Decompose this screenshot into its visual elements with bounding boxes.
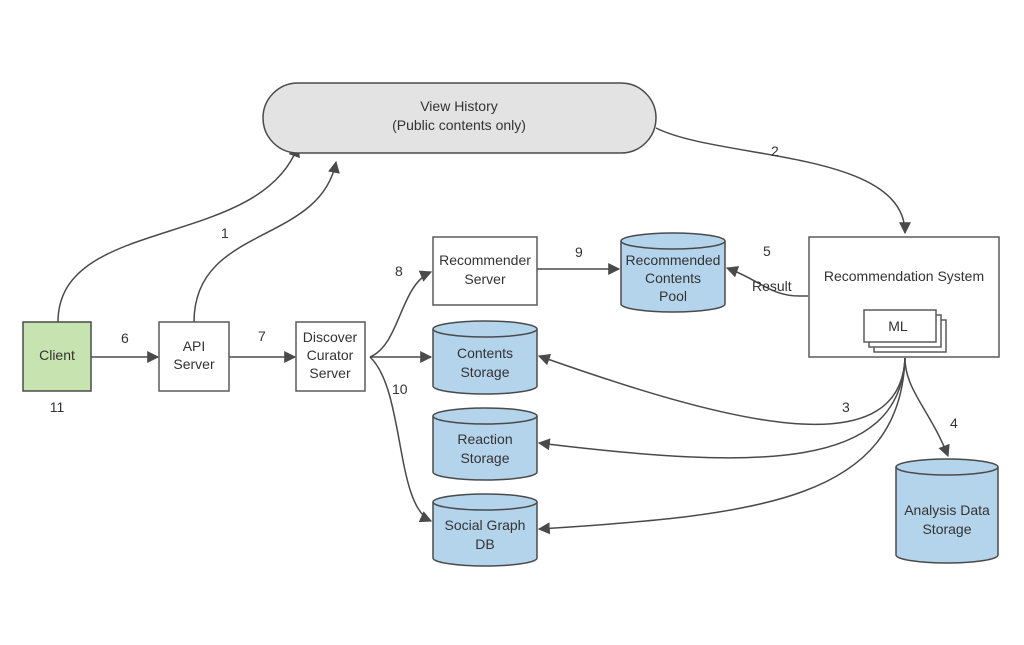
client-step-label: 11 [50,399,65,415]
view-history-node: View History (Public contents only) [262,82,657,154]
edge-discover-to-social [369,356,433,523]
api-server-line1: API [183,338,206,354]
discover-line2: Curator [307,347,354,363]
edge-api-to-view-history [193,160,340,323]
social-graph-line1: Social Graph [445,517,526,533]
edge-label-6: 6 [121,330,129,346]
edge-label-8: 8 [395,263,403,279]
recommender-line2: Server [464,271,506,287]
analysis-storage-line1: Analysis Data [904,502,990,518]
recommender-server-node: Recommender Server [432,236,538,306]
discover-line3: Server [309,365,351,381]
contents-storage-node: Contents Storage [432,320,538,395]
recommended-pool-node: Recommended Contents Pool [620,232,726,313]
recsys-label: Recommendation System [824,268,984,284]
analysis-storage-node: Analysis Data Storage [895,458,999,564]
edge-label-5: 5 [763,243,771,259]
client-label: Client [39,347,75,363]
edge-label-10: 10 [392,381,408,397]
recommender-line1: Recommender [439,252,531,268]
reaction-storage-line1: Reaction [457,431,512,447]
reaction-storage-line2: Storage [460,450,509,466]
reaction-storage-node: Reaction Storage [432,407,538,481]
edge-recsys-to-pool [725,266,808,297]
edge-label-9: 9 [575,244,583,260]
api-server-line2: Server [173,356,215,372]
edge-view-history-to-recsys [655,127,911,235]
social-graph-line2: DB [475,536,494,552]
edge-label-3: 3 [842,399,850,415]
recommendation-system-node: Recommendation System ML [808,236,1000,358]
analysis-storage-line2: Storage [922,521,971,537]
edge-label-result: Result [752,278,792,294]
edge-labels: 1 2 3 4 5 Result 6 7 8 9 10 [121,143,958,431]
edge-discover-to-recommender [369,270,433,358]
ml-stack: ML [863,309,947,353]
pool-line2: Contents [645,270,701,286]
edge-recsys-to-contents [537,353,906,426]
contents-storage-line2: Storage [460,364,509,380]
edge-label-4: 4 [950,415,958,431]
edge-recsys-to-social [537,357,906,535]
view-history-title: View History [420,98,498,114]
edge-client-to-view-history [57,144,300,323]
ml-label: ML [888,318,908,334]
edge-label-7: 7 [258,328,266,344]
edge-recsys-to-reaction [537,357,906,459]
contents-storage-line1: Contents [457,345,513,361]
api-server-node: API Server [158,321,230,392]
pool-line3: Pool [659,288,687,304]
social-graph-db-node: Social Graph DB [432,493,538,567]
edges [57,127,950,535]
edge-label-1: 1 [221,225,229,241]
discover-curator-node: Discover Curator Server [295,321,366,392]
client-node: Client 11 [22,321,92,415]
edge-recsys-to-analysis [904,357,950,458]
view-history-subtitle: (Public contents only) [392,117,526,133]
discover-line1: Discover [303,329,358,345]
pool-line1: Recommended [626,252,721,268]
edge-label-2: 2 [771,143,779,159]
